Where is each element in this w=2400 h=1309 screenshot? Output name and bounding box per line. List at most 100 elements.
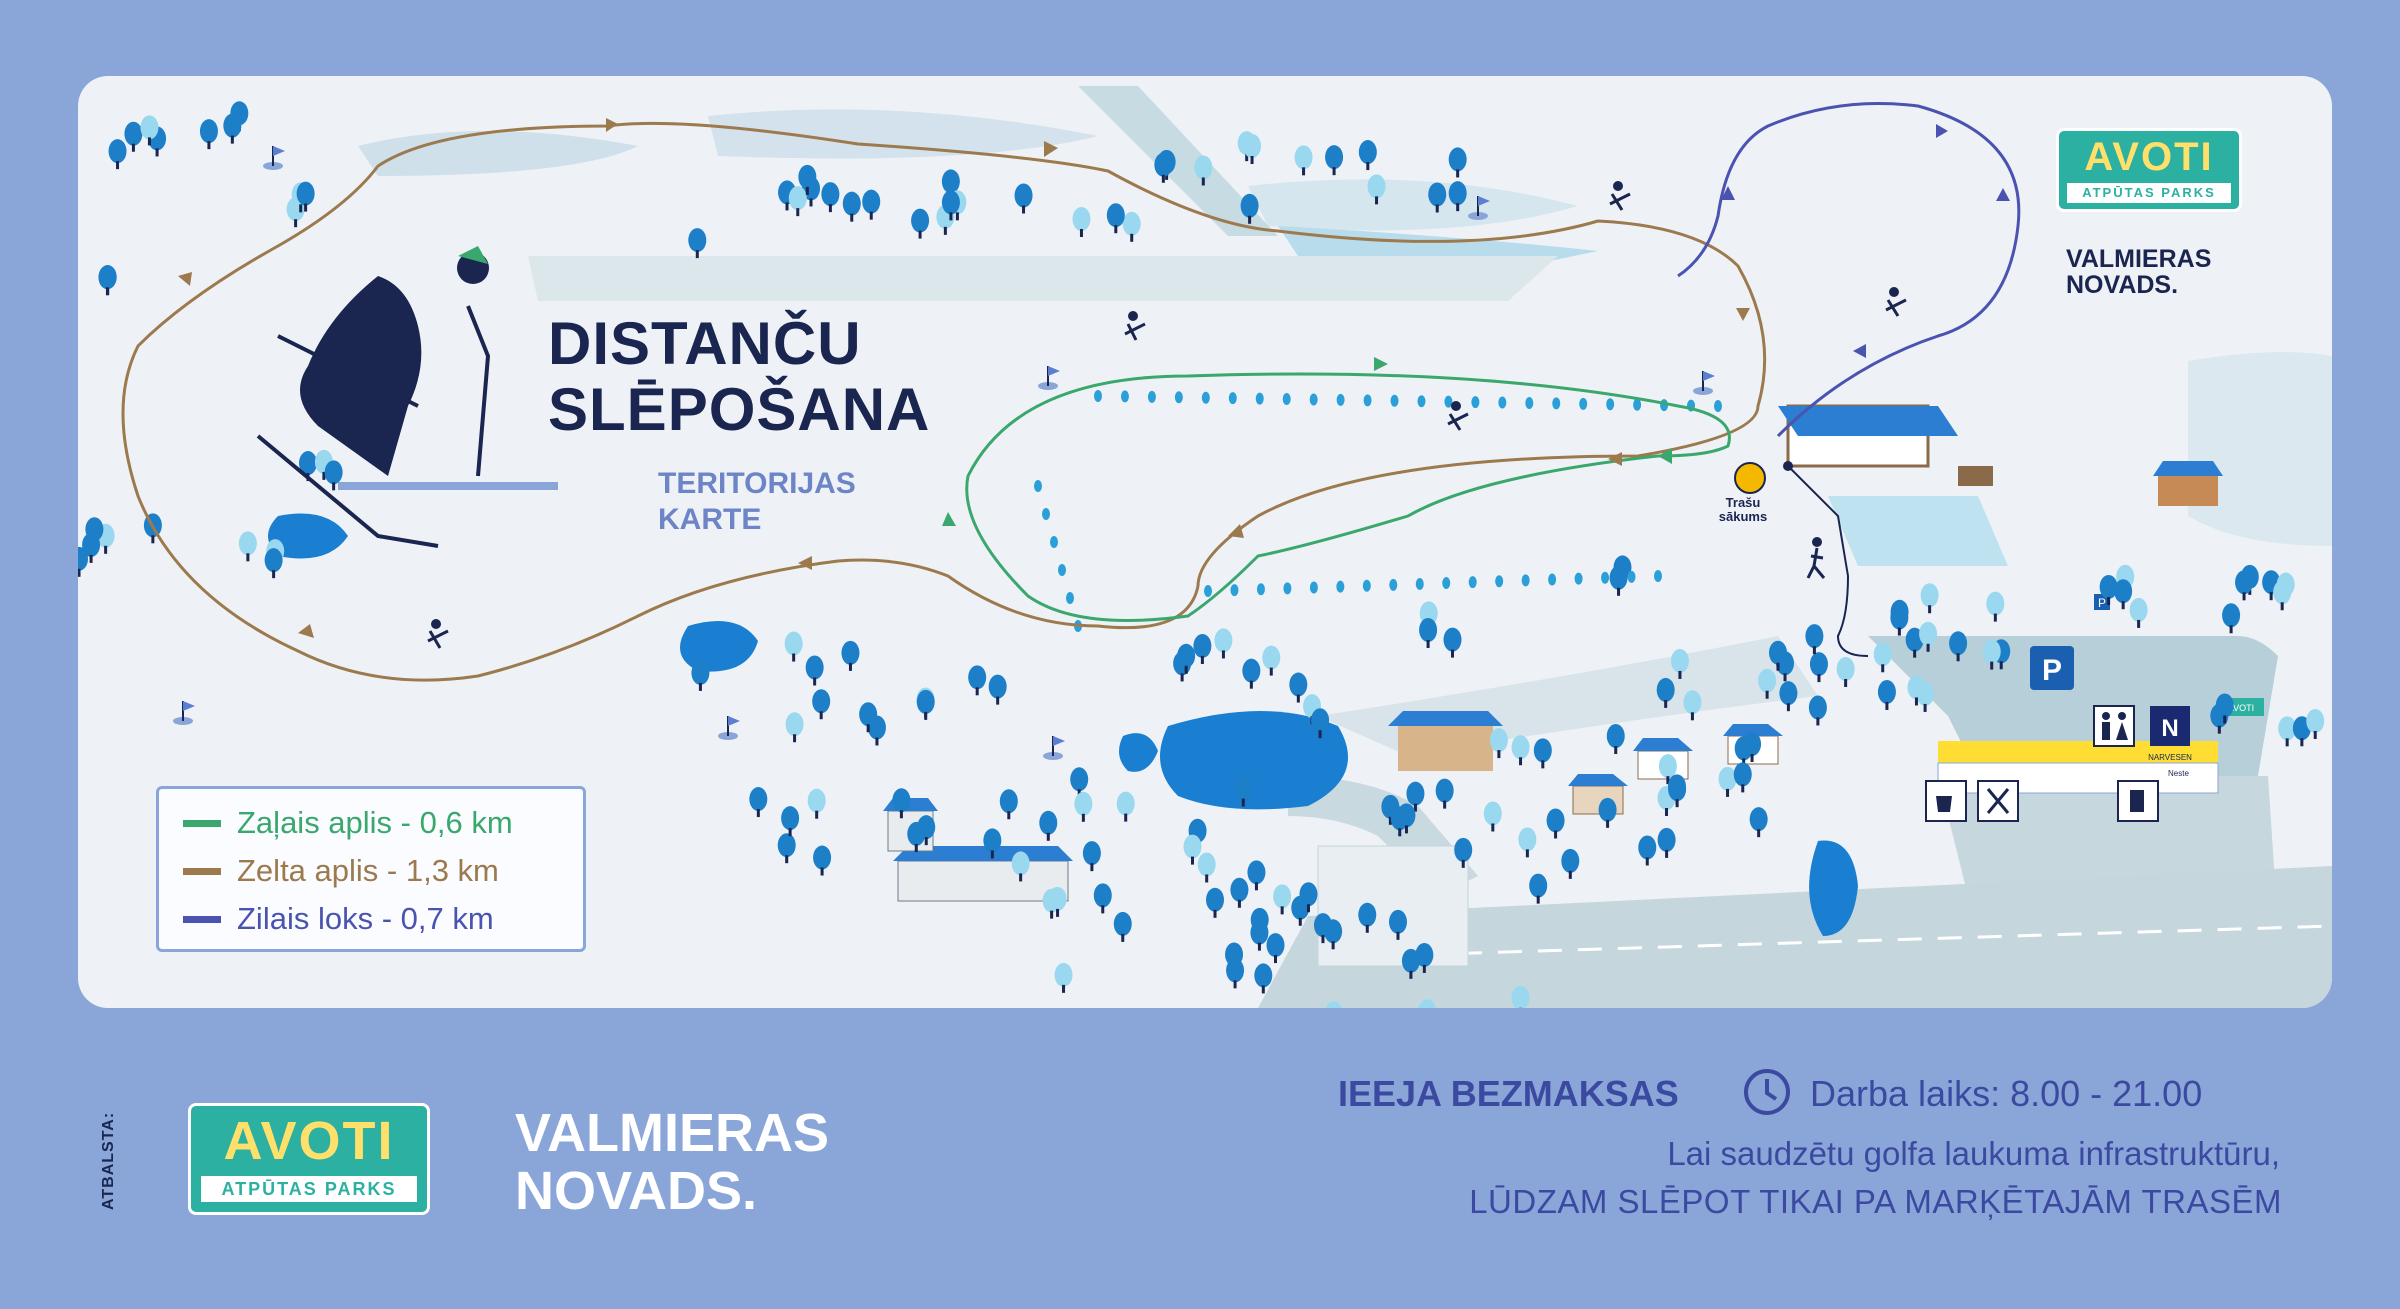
snow-field (1248, 179, 1578, 231)
tree (812, 689, 831, 720)
tree (749, 787, 768, 818)
tree (1546, 808, 1565, 839)
legend-label: Zaļais aplis - 0,6 km (237, 805, 513, 840)
tree (1733, 762, 1752, 793)
tree (324, 460, 343, 491)
small-tree (1579, 397, 1588, 410)
tree (1093, 883, 1112, 914)
tree (1489, 728, 1508, 759)
tree (1638, 835, 1657, 866)
tree (1448, 147, 1467, 178)
tree (199, 119, 218, 150)
avoti-logo-tagline: ATPŪTAS PARKS (2067, 183, 2231, 203)
route-arrow (1721, 186, 1735, 200)
trail-start-label-line2: sākums (1718, 509, 1768, 524)
small-tree (1601, 571, 1610, 584)
tree (1435, 778, 1454, 809)
svg-text:NARVESEN: NARVESEN (2148, 753, 2192, 762)
legend-item-blue: Zilais loks - 0,7 km (183, 895, 583, 943)
svg-text:P: P (2042, 654, 2062, 687)
tree (1419, 617, 1438, 648)
small-tree (1442, 577, 1451, 590)
tree (1254, 963, 1273, 994)
legend-swatch (183, 915, 221, 923)
tree (1262, 645, 1281, 676)
tree (1877, 679, 1896, 710)
avoti-logo-footer: AVOTI ATPŪTAS PARKS (188, 1103, 430, 1215)
route-arrow (1853, 344, 1866, 358)
notice-line2: LŪDZAM SLĒPOT TIKAI PA MARĶĒTAJĀM TRASĒM (1469, 1183, 2282, 1220)
tree (264, 548, 283, 579)
tree (1606, 724, 1625, 755)
valmieras-novads-logo-footer: VALMIERAS NOVADS. (515, 1104, 829, 1220)
small-tree (1498, 396, 1507, 409)
tree (1609, 565, 1628, 596)
tree (1054, 962, 1073, 993)
tree (1428, 182, 1447, 213)
tree (892, 788, 911, 819)
route-arrow (942, 512, 956, 526)
small-tree (1548, 573, 1557, 586)
golf-flag-icon (173, 701, 195, 725)
tree (785, 712, 804, 743)
pond (1809, 840, 1858, 936)
golf-flag-icon (263, 146, 285, 170)
house (1568, 774, 1628, 815)
tree (1533, 738, 1552, 769)
tree (1294, 145, 1313, 176)
pond (680, 621, 758, 672)
map-title-line2: SLĒPOŠANA (548, 376, 931, 443)
small-tree (1415, 577, 1424, 590)
tree (2099, 574, 2118, 605)
svg-text:Neste: Neste (2168, 769, 2189, 778)
tree (777, 833, 796, 864)
small-tree (1228, 392, 1237, 405)
route-arrow (1736, 308, 1750, 321)
valmieras-novads-logo-map: VALMIERAS NOVADS. (2066, 246, 2211, 298)
small-tree (1468, 576, 1477, 589)
tree (805, 655, 824, 686)
tree (1206, 887, 1225, 918)
tree (1415, 942, 1434, 973)
tree (124, 121, 143, 152)
small-tree (1120, 390, 1129, 403)
small-tree (1362, 579, 1371, 592)
tree (1197, 852, 1216, 883)
golf-flag-icon (718, 716, 740, 740)
tree (1194, 155, 1213, 186)
tree (1243, 134, 1262, 165)
tree (2278, 716, 2297, 747)
tree (1082, 841, 1101, 872)
tree (1289, 672, 1308, 703)
tree (1749, 807, 1768, 838)
skier-icon (1447, 401, 1469, 431)
tree (859, 702, 878, 733)
road-strip (528, 256, 1558, 301)
tree (1358, 902, 1377, 933)
tree (1234, 776, 1253, 807)
tree (1907, 675, 1926, 706)
small-tree (1627, 570, 1636, 583)
golf-flag-icon (1043, 736, 1065, 760)
tree (1768, 640, 1787, 671)
small-tree (1309, 581, 1318, 594)
tree (1273, 884, 1292, 915)
small-tree (1714, 400, 1722, 412)
coffee-icon (1925, 780, 1967, 822)
route-arrow (606, 118, 618, 132)
tree (1418, 999, 1436, 1008)
legend-label: Zilais loks - 0,7 km (237, 901, 494, 936)
tree (1116, 791, 1135, 822)
highway (1258, 866, 2332, 1008)
tree (999, 789, 1018, 820)
tree (1518, 827, 1537, 858)
golf-flag-icon (1693, 371, 1715, 395)
tree (1367, 174, 1386, 205)
tree (1949, 631, 1968, 662)
tree (1250, 920, 1269, 951)
tree (788, 186, 807, 217)
tree (1313, 913, 1332, 944)
tree (1779, 681, 1798, 712)
green-route (965, 372, 1731, 622)
legend-item-green: Zaļais aplis - 0,6 km (183, 799, 583, 847)
